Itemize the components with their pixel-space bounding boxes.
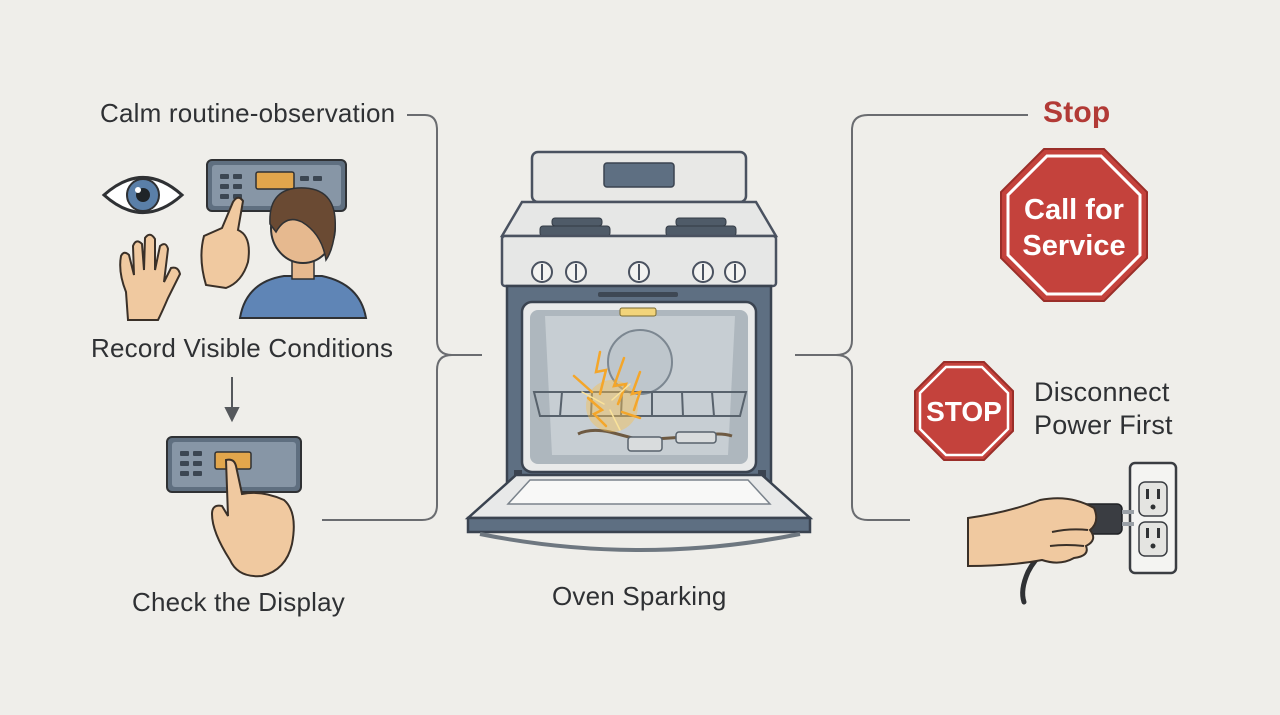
- stop-sign-small-icon: STOP: [914, 361, 1014, 461]
- sign-line-1: Call for: [1024, 194, 1124, 226]
- disconnect-power-label: Disconnect Power First: [1034, 376, 1173, 442]
- hand-icon: [967, 497, 1098, 568]
- small-sign-text: STOP: [926, 396, 1002, 427]
- calm-observation-heading: Calm routine-observation: [100, 98, 396, 128]
- disconnect-line-2: Power First: [1034, 410, 1173, 440]
- oven-sparking-label: Oven Sparking: [552, 581, 727, 611]
- down-arrow-icon: [224, 377, 240, 423]
- raised-hand-icon: [119, 233, 182, 321]
- wall-outlet-icon: [1128, 461, 1178, 575]
- spark-icon: [572, 350, 642, 432]
- pointing-hand-icon: [210, 458, 295, 578]
- eye-icon: [101, 176, 185, 214]
- right-bracket: [795, 114, 1028, 521]
- stop-sign-icon: Call for Service: [1000, 148, 1148, 302]
- left-bracket: [322, 114, 482, 521]
- person-icon: [238, 187, 368, 319]
- disconnect-line-1: Disconnect: [1034, 377, 1170, 407]
- oven-icon: [464, 150, 814, 552]
- check-display-label: Check the Display: [132, 587, 345, 617]
- sign-line-2: Service: [1022, 230, 1125, 262]
- record-conditions-label: Record Visible Conditions: [91, 333, 394, 363]
- stop-heading: Stop: [1043, 96, 1111, 129]
- pointing-hand-icon: [200, 196, 250, 290]
